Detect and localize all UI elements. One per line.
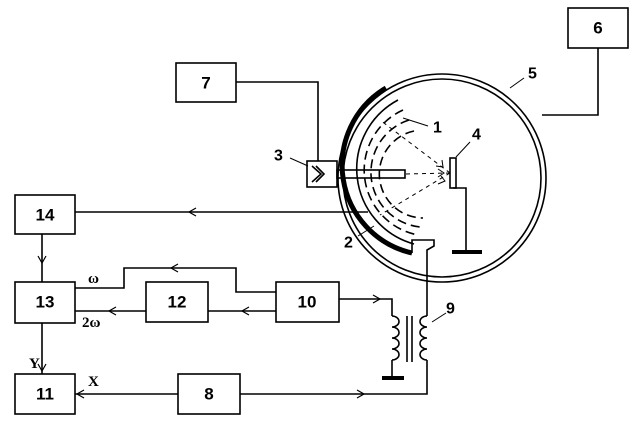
wire-7-gun: [236, 81, 319, 161]
electron-trajectories: [379, 119, 451, 216]
leader-4: [455, 141, 471, 158]
block-7-label: 7: [201, 74, 210, 93]
trajectory-arrowheads: [435, 159, 446, 185]
gun-tube: [336, 169, 406, 179]
block-14: [14, 194, 76, 235]
arrow-10-transformer: [372, 294, 382, 304]
block-11-label: 11: [36, 385, 54, 404]
callout-9: 9: [446, 301, 455, 318]
sample-ground-wire: [453, 187, 467, 250]
arrow-to-13-from-14: [37, 255, 47, 265]
callout-4: 4: [472, 127, 481, 144]
callout-5: 5: [528, 66, 537, 83]
transformer-primary-coil: [391, 315, 400, 361]
leader-9: [431, 312, 447, 323]
gun-cathode: [311, 165, 326, 183]
block-10-label: 10: [298, 293, 317, 312]
arrow-13-12: [107, 306, 117, 316]
block-14-label: 14: [36, 206, 55, 225]
block-13-label: 13: [36, 293, 55, 312]
leader-3: [289, 157, 309, 167]
signal-x-label: X: [88, 374, 99, 390]
arrow-omega: [169, 263, 179, 273]
callout-3: 3: [274, 148, 283, 165]
arrow-to-11-x: [75, 389, 85, 399]
wire-omega: [75, 267, 276, 293]
leader-2: [357, 225, 375, 237]
transformer-secondary-coil: [419, 315, 428, 361]
block-6-label: 6: [593, 19, 602, 38]
outer-electrode: [339, 85, 413, 256]
wire-10-transformer: [339, 298, 393, 316]
signal-y-label: Y: [29, 356, 40, 372]
callout-1: 1: [433, 120, 442, 137]
leader-5: [509, 77, 525, 89]
leader-1: [402, 117, 429, 127]
sample-plate: [449, 157, 457, 189]
signal-2omega-label: 2ω: [82, 315, 101, 331]
wire-6-chamber: [542, 48, 599, 116]
arrow-to-14: [187, 207, 197, 217]
grid-dashed-1: [363, 109, 419, 236]
signal-arrowheads: [37, 207, 382, 399]
callout-2: 2: [344, 235, 353, 252]
arrow-12-10: [240, 306, 250, 316]
wire-electrode-transformer: [411, 239, 435, 316]
block-8-label: 8: [204, 385, 213, 404]
block-10: [275, 281, 340, 323]
arrow-to-11-y: [37, 363, 47, 373]
arrow-to-8: [356, 389, 366, 399]
signal-omega-label: ω: [88, 271, 99, 287]
block-12-label: 12: [168, 293, 187, 312]
grid-dashed-3: [378, 130, 424, 219]
block-13: [14, 281, 76, 324]
block-12: [145, 281, 209, 323]
wire-transformer-8: [240, 360, 428, 395]
